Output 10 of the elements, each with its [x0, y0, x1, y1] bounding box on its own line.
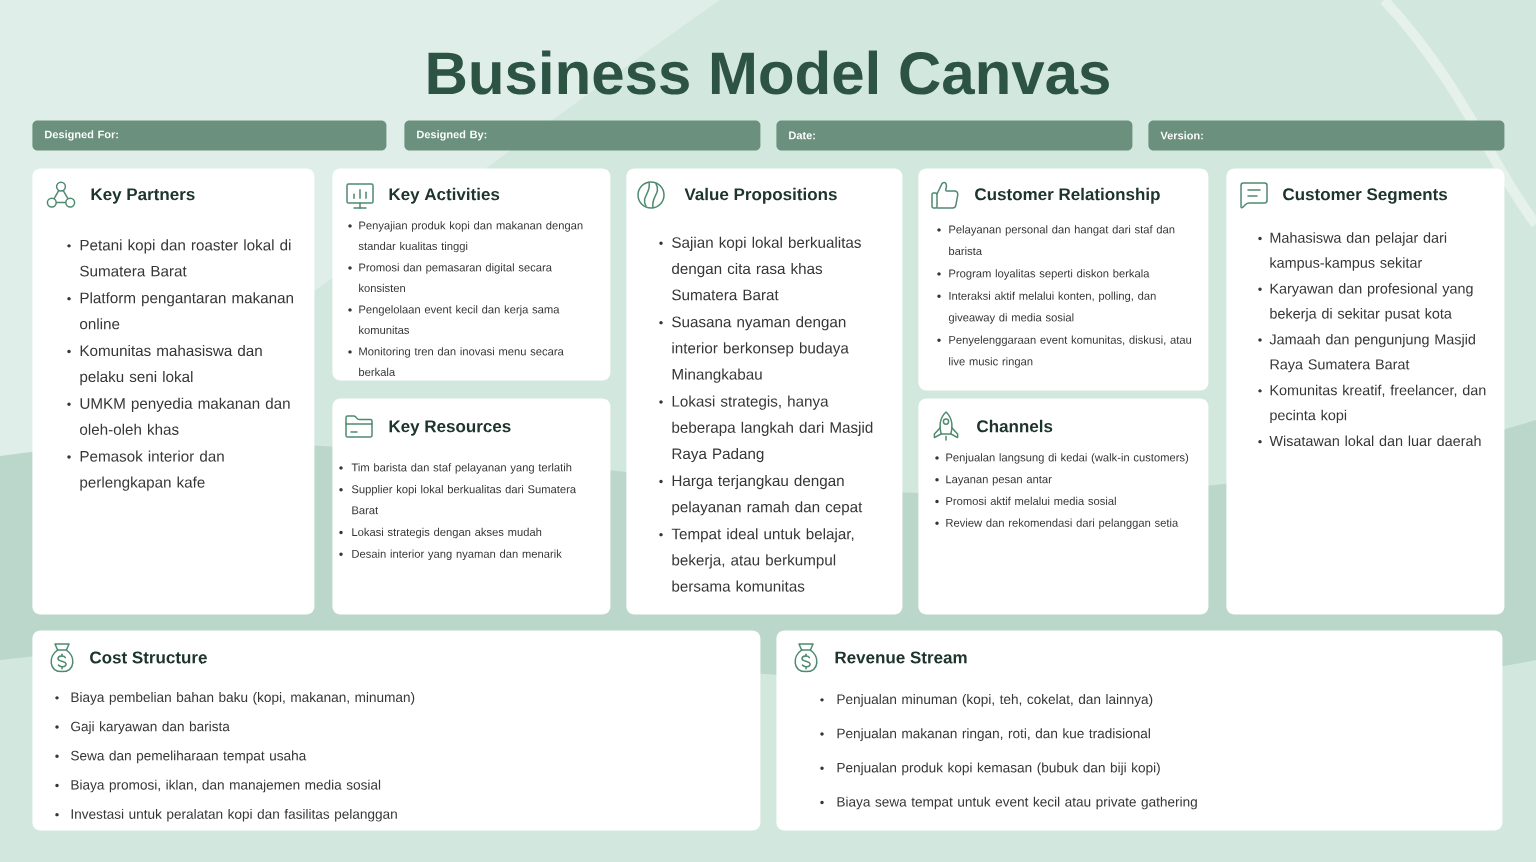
- card-heading: Value Propositions: [684, 187, 837, 204]
- card-heading: Customer Relationship: [975, 187, 1160, 204]
- card-heading: Cost Structure: [90, 651, 207, 664]
- title: Business Model Canvas: [428, 50, 1109, 95]
- card-heading: Customer Segments: [1283, 188, 1447, 204]
- card-heading: Key Resources: [389, 420, 511, 436]
- card-heading: Revenue Stream: [835, 651, 967, 664]
- card-heading: Key Activities: [389, 187, 500, 204]
- card-heading: Key Partners: [91, 188, 195, 204]
- card-heading: Channels: [977, 419, 1053, 433]
